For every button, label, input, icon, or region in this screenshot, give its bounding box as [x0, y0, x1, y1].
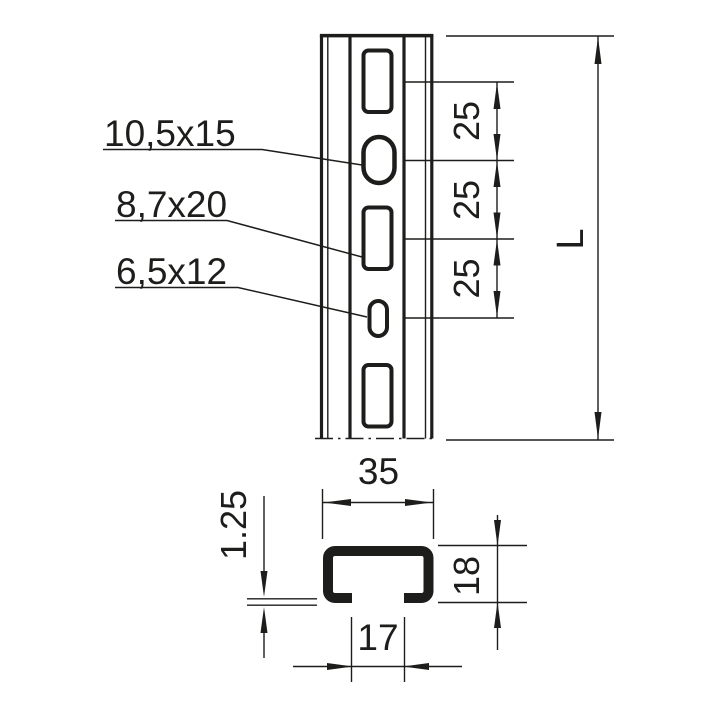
- leader-line-rect-slot: [115, 219, 363, 258]
- c-profile-outline: [323, 546, 434, 603]
- thickness-dim-text: 1.25: [213, 490, 254, 560]
- thickness-dimension-arrows: [260, 571, 268, 633]
- label-hole-small-oval: 6,5x12: [116, 251, 227, 292]
- pitch-dim-text-1: 25: [446, 101, 487, 141]
- opening-dim-text: 17: [357, 617, 398, 658]
- rail-holes: [361, 48, 397, 429]
- rect-slot-2: [361, 205, 394, 271]
- leader-line-large-oval: [103, 148, 363, 166]
- length-dimension-L: [446, 35, 614, 441]
- opening-dimension-arrows: [327, 663, 429, 670]
- hole-labels: [103, 148, 368, 318]
- rail-body-lines: [315, 33, 435, 440]
- oval-hole-large: [361, 134, 397, 186]
- width-dimension-arrows: [324, 499, 432, 506]
- pitch-dim-text-2: 25: [446, 180, 487, 220]
- pitch-dimension-25: [405, 81, 514, 319]
- opening-dimension-17: [293, 617, 462, 682]
- label-hole-rect-slot: 8,7x20: [116, 184, 227, 225]
- rect-slot-1: [361, 48, 394, 114]
- length-dim-text: L: [550, 228, 592, 249]
- pitch-dimension-arrows: [493, 83, 501, 317]
- oval-hole-small: [367, 299, 389, 338]
- pitch-dim-text-3: 25: [446, 258, 487, 298]
- thickness-dimension-125: [247, 496, 317, 658]
- height-dimension-arrows: [494, 520, 501, 628]
- front-view-rail: 10,5x15 8,7x20 6,5x12 25 25 25: [103, 33, 614, 441]
- section-view-profile: 35 1.25 18: [213, 451, 527, 682]
- rect-slot-3: [361, 363, 394, 429]
- leader-line-small-oval: [115, 286, 368, 318]
- width-dim-text: 35: [358, 451, 399, 492]
- height-dim-text: 18: [446, 556, 487, 596]
- label-hole-large-oval: 10,5x15: [104, 113, 236, 154]
- length-dimension-arrows: [594, 37, 602, 439]
- width-dimension-35: [321, 489, 435, 539]
